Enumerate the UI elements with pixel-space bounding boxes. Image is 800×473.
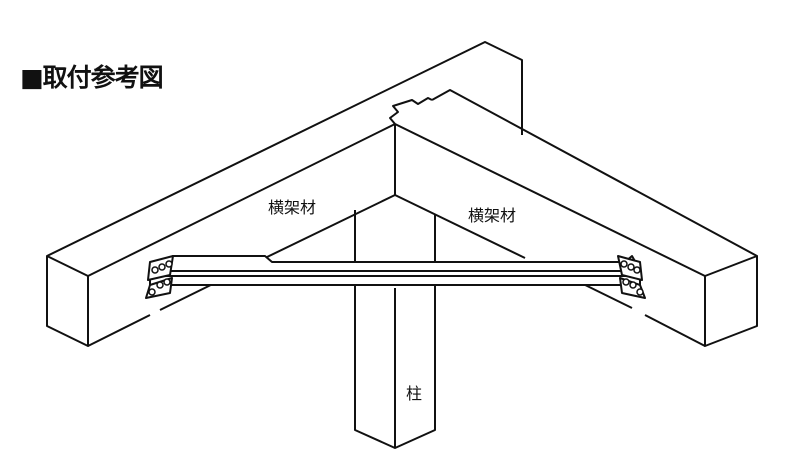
label-column: 柱 (406, 384, 423, 403)
right-beam (394, 89, 758, 347)
column (354, 210, 436, 449)
left-beam (46, 41, 523, 347)
label-beam-left: 横架材 (268, 198, 317, 217)
label-beam-right: 横架材 (468, 206, 517, 225)
joint-notch (389, 97, 433, 195)
figure-title: ■取付参考図 (20, 63, 164, 92)
bolt-holes (148, 260, 644, 296)
brace-bracket (145, 255, 646, 299)
